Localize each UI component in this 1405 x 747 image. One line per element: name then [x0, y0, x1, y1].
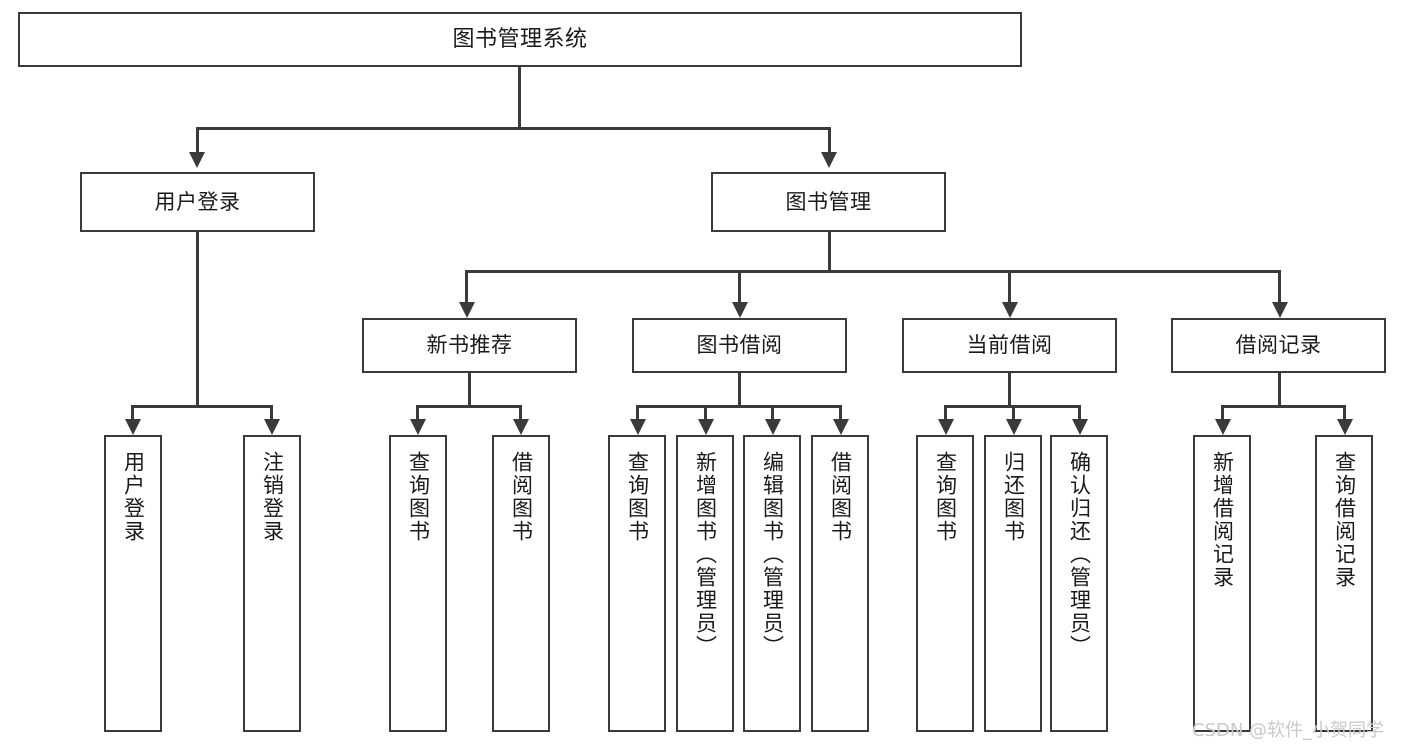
node-label: 借阅记录	[1235, 333, 1322, 358]
arrow-to-user-login	[189, 152, 205, 168]
arrow-leaf-borrow-book-1	[513, 419, 529, 435]
node-label: 归还图书	[1001, 451, 1026, 543]
connector-to-current-borrow	[1008, 270, 1011, 302]
arrow-leaf-logout-login	[264, 419, 280, 435]
node-label: 借阅图书	[828, 451, 853, 543]
leaf-add-book[interactable]: 新增图书（管理员）	[676, 435, 734, 732]
connector-to-user-login	[196, 127, 199, 152]
leaf-borrow-book-1[interactable]: 借阅图书	[492, 435, 550, 732]
node-label: 新书推荐	[426, 333, 513, 358]
connector-borrow-record-child-1	[1221, 405, 1224, 419]
connector-current-borrow-child-2	[1012, 405, 1015, 419]
node-label: 当前借阅	[966, 333, 1053, 358]
arrow-leaf-edit-book	[765, 419, 781, 435]
node-new-book-recommend[interactable]: 新书推荐	[362, 318, 577, 373]
node-label: 查询借阅记录	[1332, 451, 1357, 589]
node-borrow-record[interactable]: 借阅记录	[1171, 318, 1386, 373]
node-label: 图书管理	[785, 189, 872, 214]
arrow-leaf-query-book-2	[630, 419, 646, 435]
node-root-system[interactable]: 图书管理系统	[18, 12, 1022, 67]
connector-user-login-bar	[132, 405, 272, 408]
arrow-to-new-book-recommend	[459, 302, 475, 318]
arrow-to-borrow-record	[1272, 302, 1288, 318]
node-label: 用户登录	[154, 189, 241, 214]
leaf-confirm-return[interactable]: 确认归还（管理员）	[1050, 435, 1108, 732]
node-book-manage[interactable]: 图书管理	[711, 172, 946, 232]
leaf-return-book[interactable]: 归还图书	[984, 435, 1042, 732]
connector-book-borrow-child-3	[771, 405, 774, 419]
connector-borrow-record-stem	[1278, 373, 1281, 405]
arrow-leaf-query-book-3	[938, 419, 954, 435]
arrow-leaf-query-book-1	[410, 419, 426, 435]
node-label: 新增图书（管理员）	[693, 451, 718, 658]
node-current-borrow[interactable]: 当前借阅	[902, 318, 1117, 373]
leaf-edit-book[interactable]: 编辑图书（管理员）	[743, 435, 801, 732]
connector-root-bar	[197, 127, 831, 130]
arrow-to-current-borrow	[1002, 302, 1018, 318]
node-label: 新增借阅记录	[1210, 451, 1235, 589]
connector-user-login-child-2	[270, 405, 273, 419]
connector-book-manage-stem	[828, 232, 831, 272]
leaf-query-book-1[interactable]: 查询图书	[389, 435, 447, 732]
connector-new-book-child-2	[519, 405, 522, 419]
arrow-leaf-add-book	[698, 419, 714, 435]
connector-borrow-record-bar	[1222, 405, 1346, 408]
arrow-leaf-query-borrow-record	[1337, 419, 1353, 435]
node-label: 编辑图书（管理员）	[760, 451, 785, 658]
leaf-borrow-book-2[interactable]: 借阅图书	[811, 435, 869, 732]
arrow-leaf-return-book	[1006, 419, 1022, 435]
leaf-add-borrow-record[interactable]: 新增借阅记录	[1193, 435, 1251, 732]
csdn-watermark: CSDN @软件_小贺同学	[1192, 720, 1385, 741]
leaf-query-book-3[interactable]: 查询图书	[916, 435, 974, 732]
connector-root-stem	[518, 67, 521, 129]
connector-current-borrow-child-3	[1078, 405, 1081, 419]
node-label: 确认归还（管理员）	[1067, 451, 1092, 658]
connector-to-new-book	[465, 270, 468, 302]
node-label: 图书借阅	[696, 333, 783, 358]
leaf-query-borrow-record[interactable]: 查询借阅记录	[1315, 435, 1373, 732]
connector-book-borrow-child-1	[636, 405, 639, 419]
arrow-leaf-confirm-return	[1072, 419, 1088, 435]
arrow-to-book-borrow	[732, 302, 748, 318]
connector-book-borrow-bar	[637, 405, 842, 408]
node-label: 查询图书	[933, 451, 958, 543]
connector-new-book-stem	[468, 373, 471, 405]
connector-current-borrow-stem	[1008, 373, 1011, 405]
arrow-to-book-manage	[821, 152, 837, 168]
node-label: 借阅图书	[509, 451, 534, 543]
connector-current-borrow-child-1	[944, 405, 947, 419]
leaf-logout-login[interactable]: 注销登录	[243, 435, 301, 732]
connector-new-book-bar	[417, 405, 521, 408]
arrow-leaf-add-borrow-record	[1215, 419, 1231, 435]
node-label: 查询图书	[625, 451, 650, 543]
connector-to-book-borrow	[738, 270, 741, 302]
connector-book-manage-bar	[466, 270, 1281, 273]
leaf-query-book-2[interactable]: 查询图书	[608, 435, 666, 732]
node-label: 用户登录	[121, 451, 146, 543]
arrow-leaf-user-login	[125, 419, 141, 435]
node-user-login[interactable]: 用户登录	[80, 172, 315, 232]
arrow-leaf-borrow-book-2	[833, 419, 849, 435]
connector-borrow-record-child-2	[1343, 405, 1346, 419]
node-label: 查询图书	[406, 451, 431, 543]
node-book-borrow[interactable]: 图书借阅	[632, 318, 847, 373]
node-label: 图书管理系统	[452, 26, 588, 52]
connector-user-login-child-1	[131, 405, 134, 419]
connector-book-borrow-child-4	[839, 405, 842, 419]
connector-new-book-child-1	[416, 405, 419, 419]
connector-book-borrow-child-2	[704, 405, 707, 419]
connector-to-book-manage	[828, 127, 831, 152]
connector-to-borrow-record	[1278, 270, 1281, 302]
node-label: 注销登录	[260, 451, 285, 543]
leaf-user-login[interactable]: 用户登录	[104, 435, 162, 732]
connector-book-borrow-stem	[738, 373, 741, 405]
connector-user-login-stem	[196, 232, 199, 405]
